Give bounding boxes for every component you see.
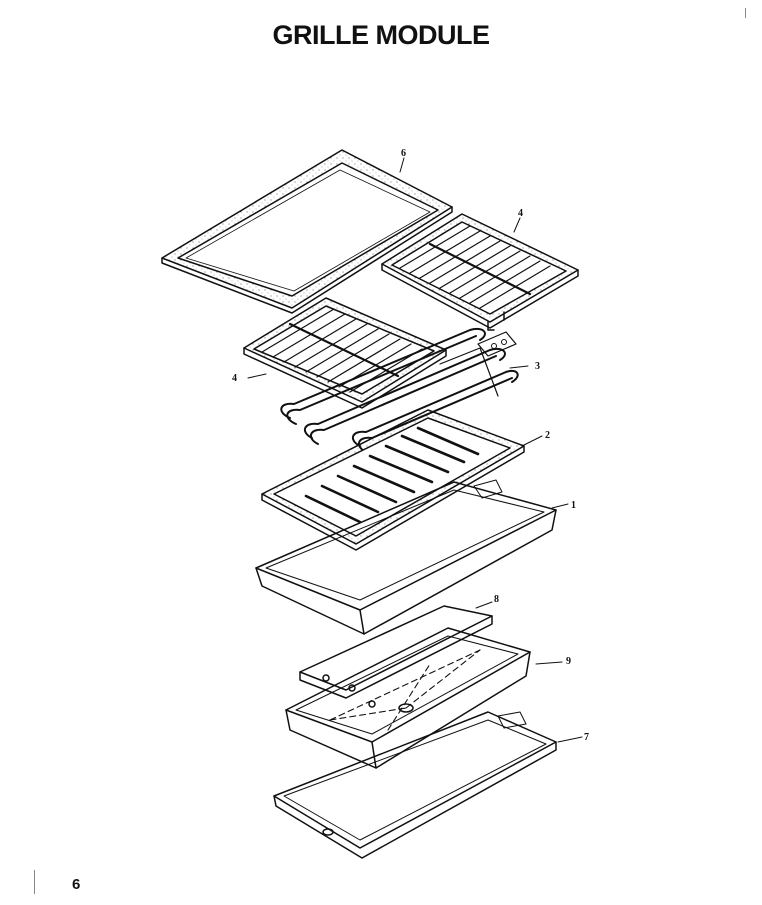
callout-3: 3 [535, 361, 540, 372]
callout-1: 1 [571, 500, 576, 511]
callout-8: 8 [494, 594, 499, 605]
leader-lines [247, 157, 583, 743]
margin-tick [34, 870, 35, 894]
pan-assembly [285, 627, 531, 769]
grille-cover-frame [161, 149, 453, 314]
callout-7: 7 [584, 732, 589, 743]
page-number: 6 [72, 876, 81, 893]
callout-4-upper: 4 [518, 208, 523, 219]
callout-6: 6 [401, 148, 406, 159]
grate-upper [381, 213, 579, 331]
page-title: GRILLE MODULE [272, 20, 491, 50]
callout-2: 2 [545, 430, 550, 441]
callout-4-lower: 4 [232, 373, 237, 384]
shield-plate [299, 605, 493, 708]
drip-pan [255, 479, 557, 635]
margin-tick [745, 8, 746, 18]
reflector-plate [261, 409, 525, 551]
callout-9: 9 [566, 656, 571, 667]
bottom-tray [273, 711, 557, 859]
